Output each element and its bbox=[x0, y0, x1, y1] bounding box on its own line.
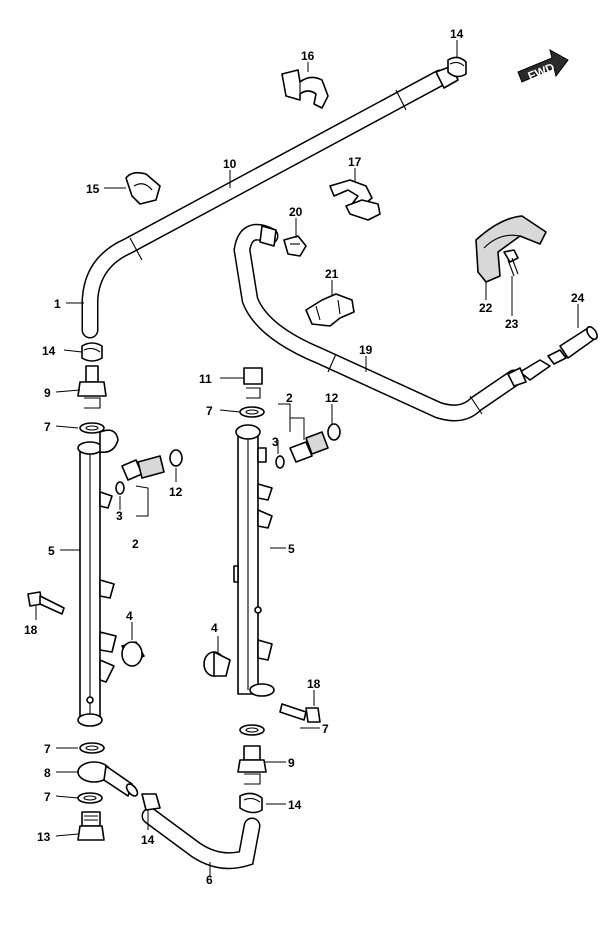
fitting-9-left bbox=[77, 365, 107, 409]
callout-22: 22 bbox=[479, 301, 493, 315]
callout-7-b: 7 bbox=[44, 742, 51, 756]
callout-7-d: 7 bbox=[206, 404, 213, 418]
hose-clamp-14-left bbox=[81, 342, 103, 362]
callout-14-bottom-left: 14 bbox=[141, 833, 155, 847]
fuel-rail-5-left bbox=[77, 429, 119, 727]
bracket-22 bbox=[475, 215, 547, 283]
hose-clip-15 bbox=[125, 171, 161, 205]
union-bolt-13 bbox=[77, 811, 105, 841]
callout-15: 15 bbox=[86, 182, 100, 196]
callout-3-left: 3 bbox=[116, 509, 123, 523]
connector-24 bbox=[519, 325, 598, 381]
callout-numbers: 14 16 10 15 17 20 21 22 23 24 19 1 14 9 … bbox=[24, 27, 585, 887]
callout-2-right: 2 bbox=[286, 391, 293, 405]
callout-4-left: 4 bbox=[126, 609, 133, 623]
fuel-hose-6 bbox=[141, 807, 261, 870]
callout-24: 24 bbox=[571, 291, 585, 305]
banjo-fitting-8 bbox=[77, 761, 139, 797]
callout-13: 13 bbox=[37, 830, 51, 844]
callout-12-left: 12 bbox=[169, 485, 183, 499]
callout-21: 21 bbox=[325, 267, 339, 281]
hose-clip-20 bbox=[283, 235, 307, 257]
hose-clip-17 bbox=[329, 179, 381, 221]
callout-7-e: 7 bbox=[322, 722, 329, 736]
leader-lines bbox=[35, 40, 579, 876]
callout-18-right: 18 bbox=[307, 677, 321, 691]
o-ring-12-left bbox=[169, 449, 183, 467]
washer-7-c bbox=[77, 792, 103, 804]
washer-7-a bbox=[79, 422, 105, 434]
fwd-label: FWD bbox=[526, 60, 557, 83]
callout-9-right: 9 bbox=[288, 756, 295, 770]
fwd-arrow-icon: FWD bbox=[517, 49, 569, 83]
hose-clip-16 bbox=[281, 69, 329, 109]
hose-clamp-14-bottom-left bbox=[141, 793, 161, 811]
bolt-18-left bbox=[27, 591, 65, 615]
bolt-23 bbox=[503, 249, 519, 277]
callout-14: 14 bbox=[450, 27, 464, 41]
fuel-hose-19 bbox=[233, 223, 523, 422]
fitting-9-right bbox=[237, 745, 267, 785]
callout-5-right: 5 bbox=[288, 542, 295, 556]
bolt-18-right bbox=[279, 703, 321, 723]
hose-clamp-14-top bbox=[447, 56, 467, 78]
callout-18-left: 18 bbox=[24, 623, 38, 637]
plug-bolt-11 bbox=[243, 367, 263, 399]
callout-3-right: 3 bbox=[272, 435, 279, 449]
callout-14-bottom-right: 14 bbox=[288, 798, 302, 812]
hose-clip-21 bbox=[305, 293, 355, 327]
injector-2-left bbox=[115, 455, 165, 495]
callout-8: 8 bbox=[44, 766, 51, 780]
fuel-hose-10 bbox=[81, 65, 459, 339]
callout-10: 10 bbox=[223, 157, 237, 171]
callout-2-left: 2 bbox=[132, 537, 139, 551]
callout-7-c: 7 bbox=[44, 790, 51, 804]
callout-7-a: 7 bbox=[44, 420, 51, 434]
callout-11: 11 bbox=[199, 372, 212, 386]
callout-17: 17 bbox=[348, 155, 362, 169]
o-ring-12-right bbox=[327, 423, 341, 441]
callout-12-right: 12 bbox=[325, 391, 339, 405]
hose-clamp-14-bottom-right bbox=[239, 792, 263, 814]
collar-4-right bbox=[203, 651, 231, 677]
callout-6: 6 bbox=[206, 873, 213, 887]
washer-7-b bbox=[79, 742, 105, 754]
callout-9-left: 9 bbox=[44, 386, 51, 400]
fuel-rail-5-right bbox=[233, 424, 275, 697]
callout-4-right: 4 bbox=[211, 621, 218, 635]
washer-7-e bbox=[239, 724, 265, 736]
hose-clamp-19-end bbox=[507, 367, 527, 387]
callout-14-left: 14 bbox=[42, 344, 56, 358]
collar-4-left bbox=[121, 641, 145, 667]
callout-20: 20 bbox=[289, 205, 303, 219]
callout-19: 19 bbox=[359, 343, 373, 357]
callout-5-left: 5 bbox=[48, 544, 55, 558]
injector-2-right bbox=[275, 431, 329, 469]
callout-16: 16 bbox=[301, 49, 315, 63]
callout-1: 1 bbox=[54, 297, 61, 311]
washer-7-d bbox=[239, 406, 265, 418]
callout-23: 23 bbox=[505, 317, 519, 331]
